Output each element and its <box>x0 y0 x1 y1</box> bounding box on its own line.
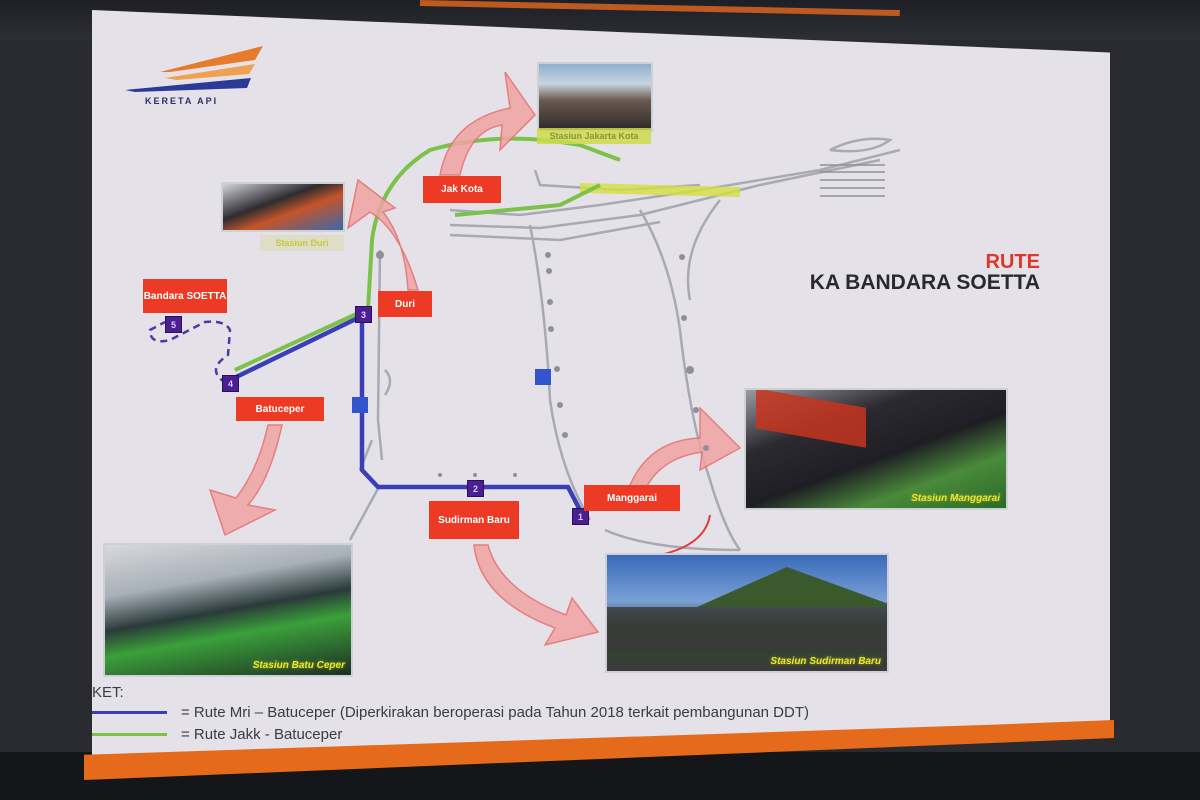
arrow-to-manggarai-icon <box>628 406 742 491</box>
minor-station-labels <box>376 251 709 477</box>
label-duri: Duri <box>378 291 432 317</box>
legend-item-blue-route: = Rute Mri – Batuceper (Diperkirakan ber… <box>92 704 809 721</box>
legend-item-green-route: = Rute Jakk - Batuceper <box>92 726 342 743</box>
photo-caption: Stasiun Sudirman Baru <box>770 656 881 667</box>
station-number-4: 4 <box>222 375 239 392</box>
callout-arrows <box>208 71 742 647</box>
route-blue-mri-batuceper <box>229 313 582 512</box>
photo-stasiun-jakarta-kota: Stasiun Jakarta Kota <box>537 62 653 132</box>
label-jak-kota: Jak Kota <box>423 176 501 203</box>
yard-tracks <box>820 164 885 197</box>
station-number-3: 3 <box>355 306 372 323</box>
legend-text: = Rute Mri – Batuceper (Diperkirakan ber… <box>181 704 809 721</box>
legend-text: = Rute Jakk - Batuceper <box>181 726 343 743</box>
photo-caption: Stasiun Batu Ceper <box>252 660 345 671</box>
legend-title: KET: <box>92 684 124 701</box>
photo-stasiun-sudirman-baru: Stasiun Sudirman Baru <box>605 553 889 673</box>
photo-stasiun-manggarai: Stasiun Manggarai <box>744 388 1008 510</box>
arrow-to-batu-ceper-icon <box>208 424 283 537</box>
caption-jakarta-kota: Stasiun Jakarta Kota <box>537 128 651 144</box>
station-number-1: 1 <box>572 508 589 525</box>
route-airport-dashed <box>148 320 232 385</box>
legend-swatch-green <box>92 733 167 736</box>
route-green-jakk-batuceper <box>234 136 621 372</box>
kereta-api-logo-icon <box>125 46 263 92</box>
caption-duri: Stasiun Duri <box>260 235 344 251</box>
junction-marker <box>535 369 551 385</box>
arrow-to-jakarta-kota-icon <box>439 71 536 176</box>
photo-stasiun-duri <box>221 182 345 232</box>
logo-text: KERETA API <box>145 96 219 106</box>
station-number-5: 5 <box>165 316 182 333</box>
label-manggarai: Manggarai <box>584 485 680 511</box>
connector-curve <box>659 514 711 556</box>
photo-stasiun-batu-ceper: Stasiun Batu Ceper <box>103 543 353 677</box>
arrow-to-duri-icon <box>346 178 420 291</box>
station-number-2: 2 <box>467 480 484 497</box>
junction-marker <box>352 397 368 413</box>
highlight-segment <box>579 183 741 197</box>
label-bandara-soetta: Bandara SOETTA <box>143 279 227 313</box>
title-line-2: KA BANDARA SOETTA <box>809 271 1040 294</box>
arrow-to-sudirman-baru-icon <box>473 544 600 647</box>
label-batuceper: Batuceper <box>236 397 324 421</box>
route-title: RUTE KA BANDARA SOETTA <box>760 252 1040 294</box>
title-line-1: RUTE <box>985 251 1040 273</box>
legend-swatch-blue <box>92 711 167 714</box>
photo-caption: Stasiun Manggarai <box>911 493 1000 504</box>
label-sudirman-baru: Sudirman Baru <box>429 501 519 539</box>
